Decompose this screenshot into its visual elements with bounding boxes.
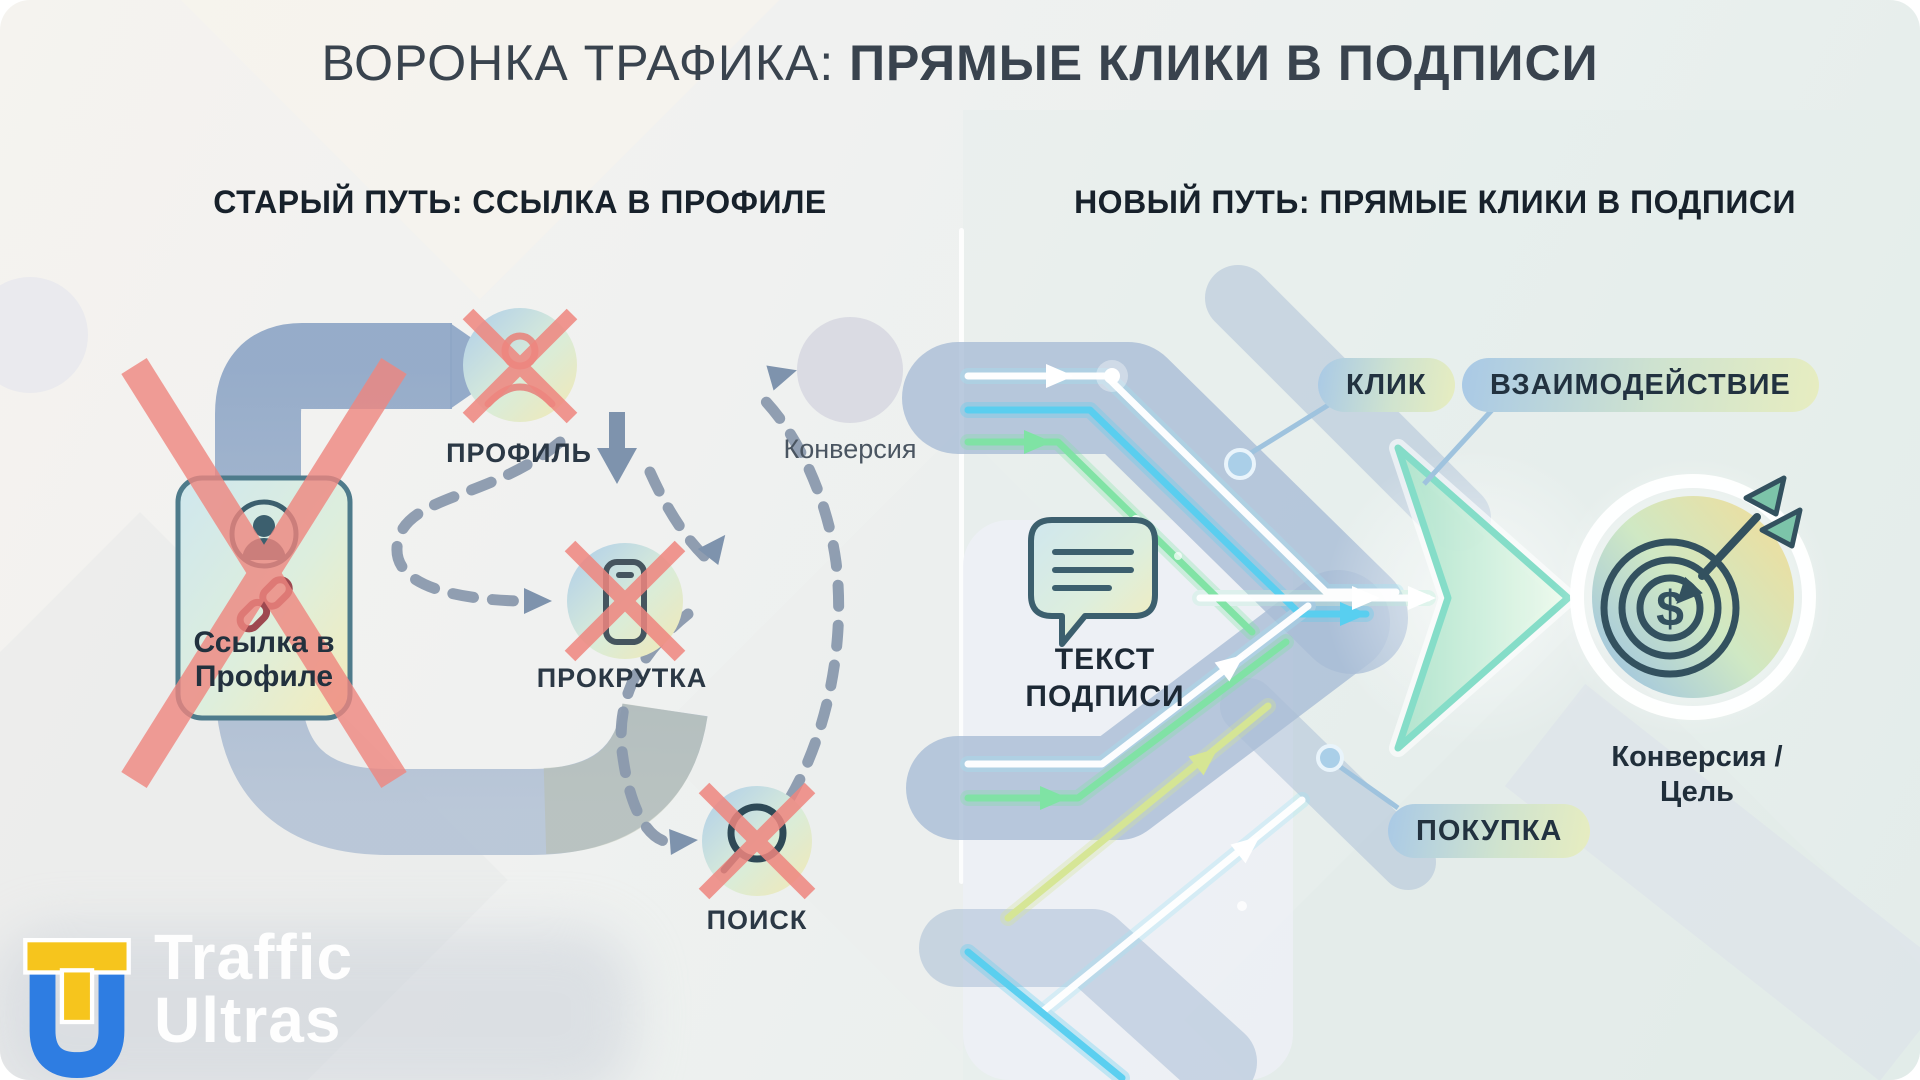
purchase-badge: ПОКУПКА bbox=[1388, 804, 1591, 858]
dart-icon bbox=[1676, 475, 1803, 605]
profile-node bbox=[462, 308, 578, 424]
cross-icon bbox=[462, 308, 578, 424]
title-bold: ПРЯМЫЕ КЛИКИ В ПОДПИСИ bbox=[849, 35, 1599, 91]
search-label: ПОИСК bbox=[706, 905, 808, 935]
title-regular: ВОРОНКА ТРАФИКА: bbox=[321, 35, 850, 91]
page-title: ВОРОНКА ТРАФИКА: ПРЯМЫЕ КЛИКИ В ПОДПИСИ bbox=[0, 34, 1920, 92]
logo-line2: Ultras bbox=[154, 983, 342, 1056]
cross-icon bbox=[564, 540, 686, 662]
node-dot bbox=[1316, 744, 1344, 772]
scroll-node bbox=[564, 540, 686, 662]
click-badge: КЛИК bbox=[1318, 358, 1455, 412]
background-dot bbox=[0, 277, 88, 393]
search-node bbox=[698, 782, 816, 900]
profile-link-card-label: Ссылка в Профиле bbox=[193, 626, 335, 694]
conversion-circle bbox=[797, 317, 903, 423]
dashed-arrowheads bbox=[524, 365, 797, 855]
cross-icon bbox=[121, 358, 407, 788]
down-arrow bbox=[597, 412, 637, 484]
badge-connectors bbox=[1244, 401, 1494, 811]
logo-wordmark: Traffic Ultras bbox=[154, 921, 354, 1056]
goal-label: Конверсия / Цель bbox=[1611, 741, 1783, 808]
target-icon: $ bbox=[1553, 457, 1833, 737]
cross-icon bbox=[698, 782, 816, 900]
logo-line1: Traffic bbox=[154, 921, 354, 993]
scroll-label: ПРОКРУТКА bbox=[536, 663, 708, 693]
new-path-illustration: $ bbox=[902, 110, 1920, 1080]
old-path-heading: СТАРЫЙ ПУТЬ: ССЫЛКА В ПРОФИЛЕ bbox=[213, 184, 827, 220]
funnel-arrowhead bbox=[1389, 439, 1577, 757]
background-band bbox=[1504, 683, 1920, 1080]
old-path-illustration bbox=[0, 277, 903, 900]
interaction-badge: ВЗАИМОДЕЙСТВИЕ bbox=[1462, 358, 1819, 412]
new-path-heading: НОВЫЙ ПУТЬ: ПРЯМЫЕ КЛИКИ В ПОДПИСИ bbox=[1074, 184, 1796, 220]
dollar-icon: $ bbox=[1656, 581, 1684, 637]
phone-scroll-icon bbox=[603, 559, 647, 645]
node-dot bbox=[1224, 448, 1256, 480]
glow-arrowheads bbox=[1024, 360, 1436, 911]
chat-bubble-icon bbox=[1028, 517, 1158, 647]
conversion-label: Конверсия bbox=[783, 434, 917, 464]
tu-monogram-icon bbox=[23, 938, 131, 1078]
profile-label: ПРОФИЛЬ bbox=[446, 438, 592, 468]
caption-text-label: ТЕКСТ ПОДПИСИ bbox=[1025, 643, 1185, 713]
profile-link-card bbox=[121, 358, 407, 788]
